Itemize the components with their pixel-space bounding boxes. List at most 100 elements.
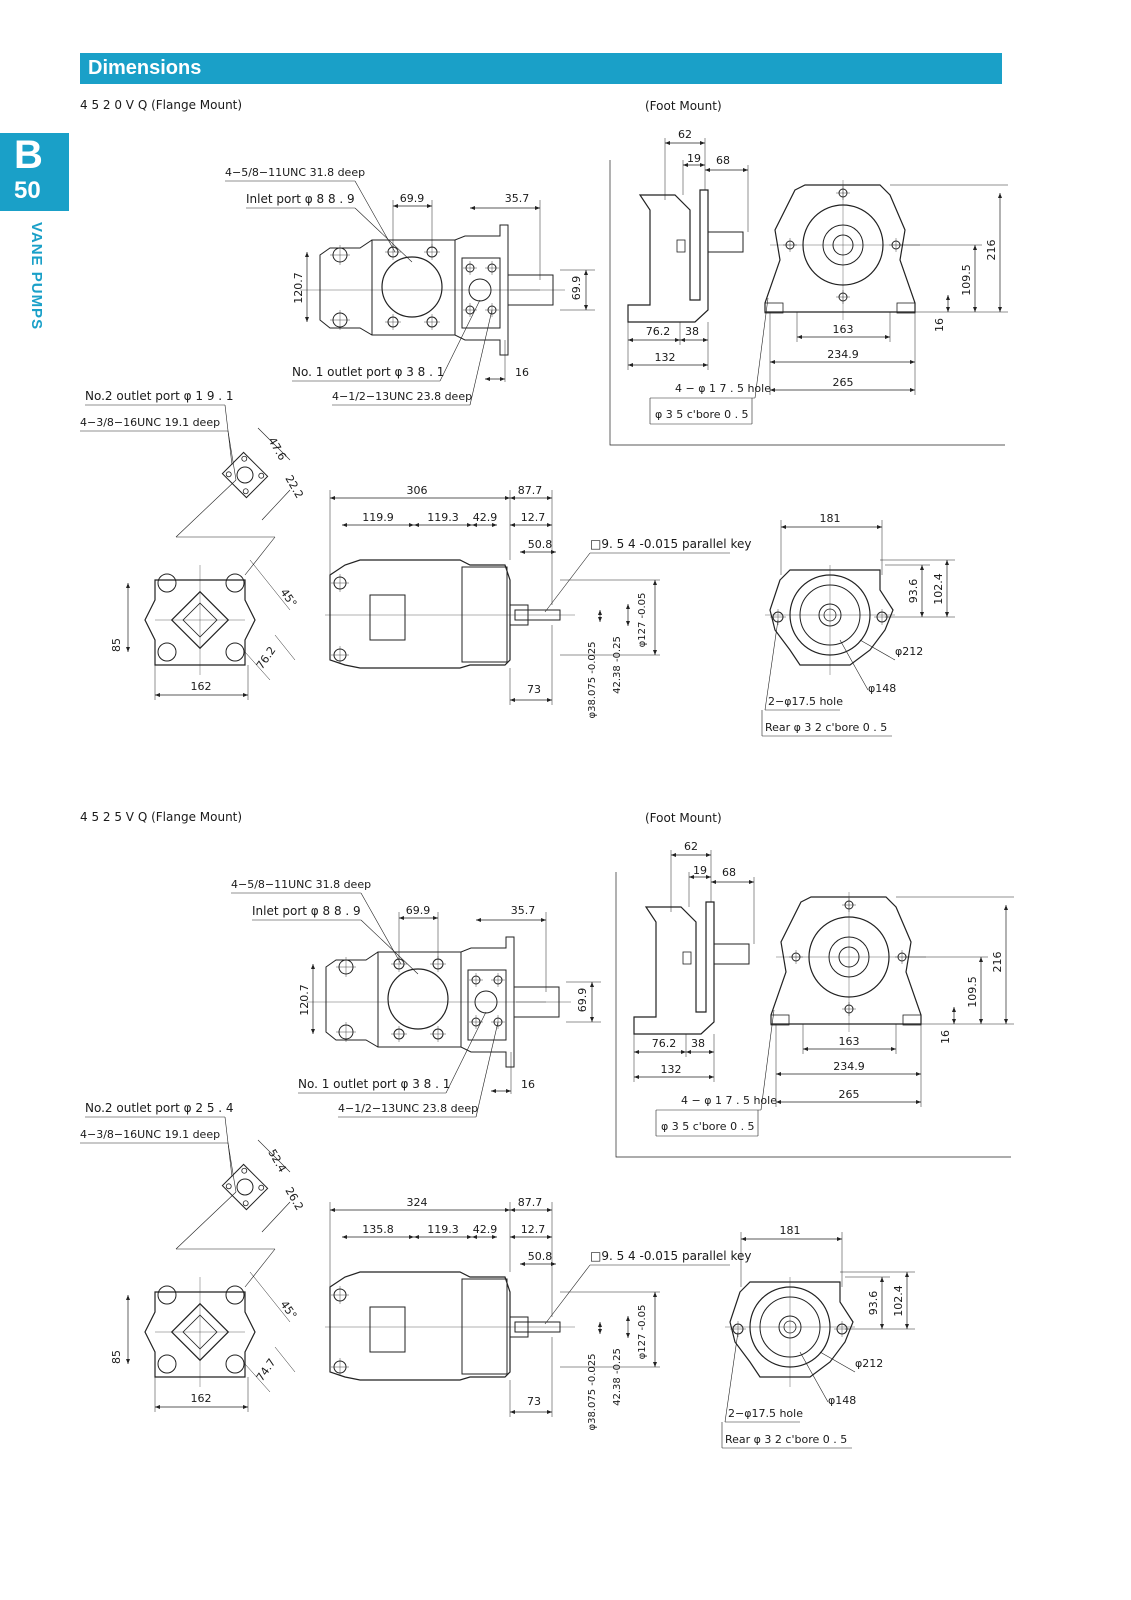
arrowhead [797, 335, 802, 339]
arrowhead [547, 698, 552, 702]
dimension-label: 68 [716, 154, 730, 167]
dim-line [175, 479, 237, 538]
foot-mount-label: (Foot Mount) [645, 811, 722, 825]
arrowhead [998, 193, 1002, 198]
arrowhead [1004, 1019, 1008, 1024]
arrowhead [880, 1324, 884, 1329]
dimension-label: 76.2 [646, 325, 671, 338]
arrowhead [427, 204, 432, 208]
arrowhead [1004, 905, 1008, 910]
outline [770, 1014, 790, 1026]
dim-line [354, 207, 413, 263]
dimension-label: 120.7 [298, 984, 311, 1016]
model-label: 4 5 2 5 V Q (Flange Mount) [80, 810, 242, 824]
arrowhead [547, 1208, 552, 1212]
dim-line [227, 1142, 237, 1193]
dimension-label: 216 [985, 240, 998, 261]
hole-spec: 2−φ17.5 hole [768, 695, 843, 708]
dimension-label: 85 [110, 1350, 123, 1364]
dimension-label: 68 [722, 866, 736, 879]
arrowhead [409, 1235, 414, 1239]
dimension-label: 38 [685, 325, 699, 338]
arrowhead [520, 1262, 525, 1266]
arrowhead [973, 245, 977, 250]
arrowhead [706, 853, 711, 857]
arrowhead [505, 496, 510, 500]
section-0: 4 5 2 0 V Q (Flange Mount)(Foot Mount)4−… [80, 98, 1008, 737]
dimension-label: 87.7 [518, 484, 543, 497]
dim-line [244, 1248, 276, 1288]
arrowhead [946, 295, 950, 300]
dimension-label: 163 [833, 323, 854, 336]
arrowhead [393, 204, 398, 208]
outline [676, 239, 686, 253]
arrowhead [520, 550, 525, 554]
dim-line [244, 651, 271, 681]
outline [461, 566, 508, 663]
arrowhead [770, 388, 775, 392]
outline-path [615, 872, 1011, 1158]
dimension-label: 135.8 [362, 1223, 394, 1236]
arrowhead [686, 1050, 691, 1054]
outline-path [144, 579, 256, 666]
dimension-label: 119.3 [427, 511, 459, 524]
arrowhead [243, 693, 248, 697]
dimension-label: 42.38 -0.25 [612, 636, 623, 694]
dimension-label: 42.9 [473, 1223, 498, 1236]
arrowhead [470, 206, 475, 210]
dim-line [819, 1351, 856, 1373]
hole-spec: 2−φ17.5 hole [728, 1407, 803, 1420]
outline-path [329, 1271, 511, 1381]
arrowhead [743, 168, 748, 172]
arrowhead [342, 523, 347, 527]
outline [369, 594, 406, 641]
arrowhead [709, 1075, 714, 1079]
dimension-label: 119.3 [427, 1223, 459, 1236]
arrowhead [877, 525, 882, 529]
outline [902, 1014, 922, 1026]
outline-path [329, 559, 511, 669]
hole-circle [258, 1184, 265, 1191]
dimension-label: 47.6 [265, 435, 289, 463]
outlet2-flange [221, 1163, 269, 1211]
arrowhead [584, 305, 588, 310]
dimension-label: 265 [839, 1088, 860, 1101]
dim-line [175, 1191, 237, 1250]
dim-line [261, 1201, 291, 1233]
diameter-label: φ148 [868, 682, 896, 695]
arrowhead [510, 1410, 515, 1414]
dim-line [439, 299, 481, 382]
dimension-label: 181 [820, 512, 841, 525]
arrowhead [305, 317, 309, 322]
arrowhead [126, 1359, 130, 1364]
dimension-label: 102.4 [932, 573, 945, 605]
arrowhead [700, 163, 705, 167]
dimension-label: 69.9 [406, 904, 431, 917]
arrowhead [510, 1208, 515, 1212]
dimension-label: 102.4 [892, 1285, 905, 1317]
arrowhead [628, 338, 633, 342]
arrowhead [433, 916, 438, 920]
dimension-label: 234.9 [827, 348, 859, 361]
arrowhead [703, 338, 708, 342]
outline [221, 1163, 269, 1211]
hole-circle [225, 573, 245, 593]
thread-spec: 4−1/2−13UNC 23.8 deep [332, 390, 472, 403]
outline [170, 590, 230, 650]
arrowhead [551, 550, 556, 554]
dimension-label: 62 [684, 840, 698, 853]
dim-line [249, 1271, 291, 1323]
dimension-label: 16 [939, 1030, 952, 1044]
arrowhead [945, 560, 949, 565]
arrowhead [485, 377, 490, 381]
arrowhead [155, 693, 160, 697]
dimension-label: 42.9 [473, 511, 498, 524]
dimension-label: φ127 -0.05 [637, 1305, 648, 1360]
arrowhead [551, 1262, 556, 1266]
foot-mount-label: (Foot Mount) [645, 99, 722, 113]
